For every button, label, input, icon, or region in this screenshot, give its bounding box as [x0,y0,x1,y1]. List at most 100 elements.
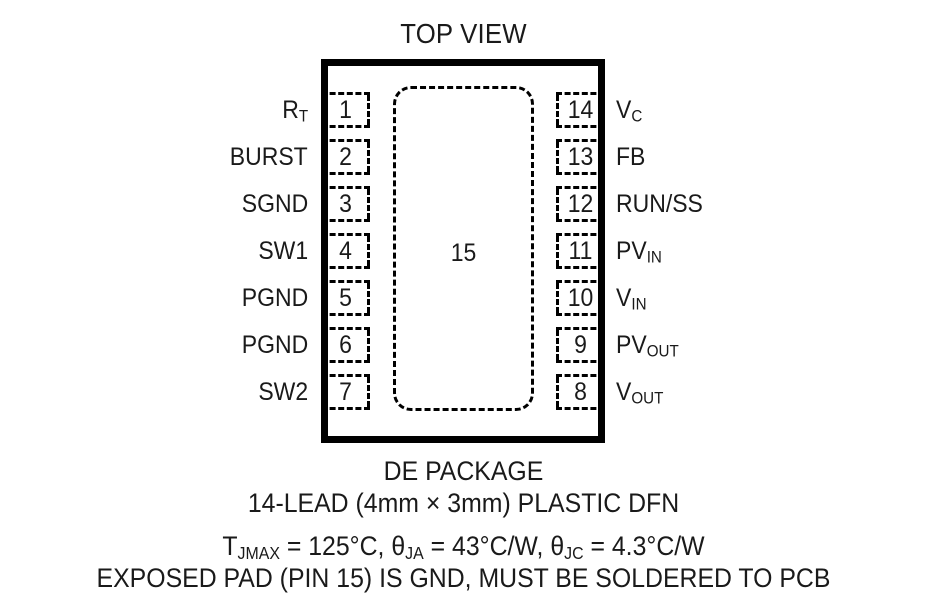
lead-edge-top [321,280,370,283]
exposed-pad-outline [393,86,534,411]
lead-edge-top [321,92,370,95]
lead-edge-top [321,186,370,189]
pin-lead-9: 9 [556,327,605,363]
pin-number: 14 [567,96,594,124]
lead-edge-bottom [321,360,370,363]
package-description-caption: 14-LEAD (4mm × 3mm) PLASTIC DFN [247,488,680,518]
pin-label-text: FB [616,143,646,171]
pin-number: 5 [339,284,352,312]
tjmax-symbol: T [222,531,238,561]
pin-number: 11 [568,237,593,265]
pin-number: 2 [339,143,352,171]
lead-edge-side [556,377,559,407]
pin-lead-3: 3 [321,186,370,222]
exposed-pad-note-caption: EXPOSED PAD (PIN 15) IS GND, MUST BE SOL… [96,563,831,593]
pin-label-subscript: IN [646,248,662,267]
pin-lead-5: 5 [321,280,370,316]
pin-label-text: V [616,284,632,312]
pin-lead-8: 8 [556,374,605,410]
lead-edge-side [367,142,370,172]
lead-edge-side [556,95,559,125]
pin-label-subscript: OUT [646,342,679,361]
pin-label-text: V [616,378,632,406]
lead-edge-side [367,236,370,266]
pin-label-6: PGND [242,330,308,367]
lead-edge-top [556,92,605,95]
pin-lead-4: 4 [321,233,370,269]
pin-lead-2: 2 [321,139,370,175]
pin-label-subscript: IN [631,295,647,314]
pin-number: 8 [574,378,587,406]
pin-label-5: PGND [242,283,308,320]
lead-edge-top [321,374,370,377]
pin-number: 1 [339,96,352,124]
pin-label-text: V [616,96,632,124]
lead-edge-side [367,330,370,360]
pin-number: 9 [574,331,587,359]
lead-edge-bottom [556,360,605,363]
lead-edge-bottom [321,125,370,128]
pin-lead-13: 13 [556,139,605,175]
lead-edge-side [556,283,559,313]
lead-edge-bottom [321,313,370,316]
pin-label-subscript: OUT [631,389,664,408]
lead-edge-top [556,233,605,236]
lead-edge-bottom [556,172,605,175]
pin-label-text: PGND [241,284,308,312]
pin-label-text: RUN/SS [616,190,703,218]
pin-label-2: BURST [230,142,308,179]
pin-label-text: PGND [241,331,308,359]
lead-edge-bottom [556,313,605,316]
lead-edge-side [367,283,370,313]
pin-label-text: R [282,96,299,124]
pin-lead-11: 11 [556,233,605,269]
theta-jc-value: = 4.3°C/W [583,531,705,561]
lead-edge-bottom [556,407,605,410]
pin-label-1: RT [282,95,308,132]
pin-label-3: SGND [242,189,308,226]
lead-edge-bottom [556,219,605,222]
pin-label-subscript: T [298,107,308,126]
lead-edge-side [556,142,559,172]
pin-label-4: SW1 [258,236,308,273]
pin-lead-1: 1 [321,92,370,128]
lead-edge-side [556,189,559,219]
pin-label-11: PVIN [616,236,662,273]
pin-label-text: SGND [241,190,308,218]
lead-edge-side [556,236,559,266]
pin-number: 7 [339,378,352,406]
pin-label-8: VOUT [616,377,663,414]
lead-edge-top [556,374,605,377]
lead-edge-bottom [556,266,605,269]
tjmax-subscript: JMAX [237,542,280,563]
lead-edge-side [556,330,559,360]
pin-lead-10: 10 [556,280,605,316]
lead-edge-top [321,233,370,236]
tjmax-value: = 125°C, θ [279,531,406,561]
lead-edge-top [556,139,605,142]
lead-edge-bottom [321,266,370,269]
pin-number: 13 [567,143,594,171]
lead-edge-bottom [321,172,370,175]
lead-edge-bottom [321,219,370,222]
theta-jc-subscript: JC [564,542,584,563]
pin-label-14: VC [616,95,642,132]
lead-edge-side [367,377,370,407]
pin-label-10: VIN [616,283,647,320]
lead-edge-side [367,95,370,125]
lead-edge-top [556,280,605,283]
pin-number: 10 [567,284,594,312]
pin-label-text: SW1 [258,237,308,265]
pin-number: 12 [567,190,594,218]
pin-label-12: RUN/SS [616,189,703,226]
exposed-pad-number: 15 [450,239,477,267]
lead-edge-top [321,327,370,330]
page-title: TOP VIEW [400,18,527,49]
lead-edge-top [556,186,605,189]
theta-ja-value: = 43°C/W, θ [423,531,565,561]
pin-label-text: PV [616,331,647,359]
pin-number: 6 [339,331,352,359]
pin-lead-14: 14 [556,92,605,128]
lead-edge-top [321,139,370,142]
pin-lead-12: 12 [556,186,605,222]
